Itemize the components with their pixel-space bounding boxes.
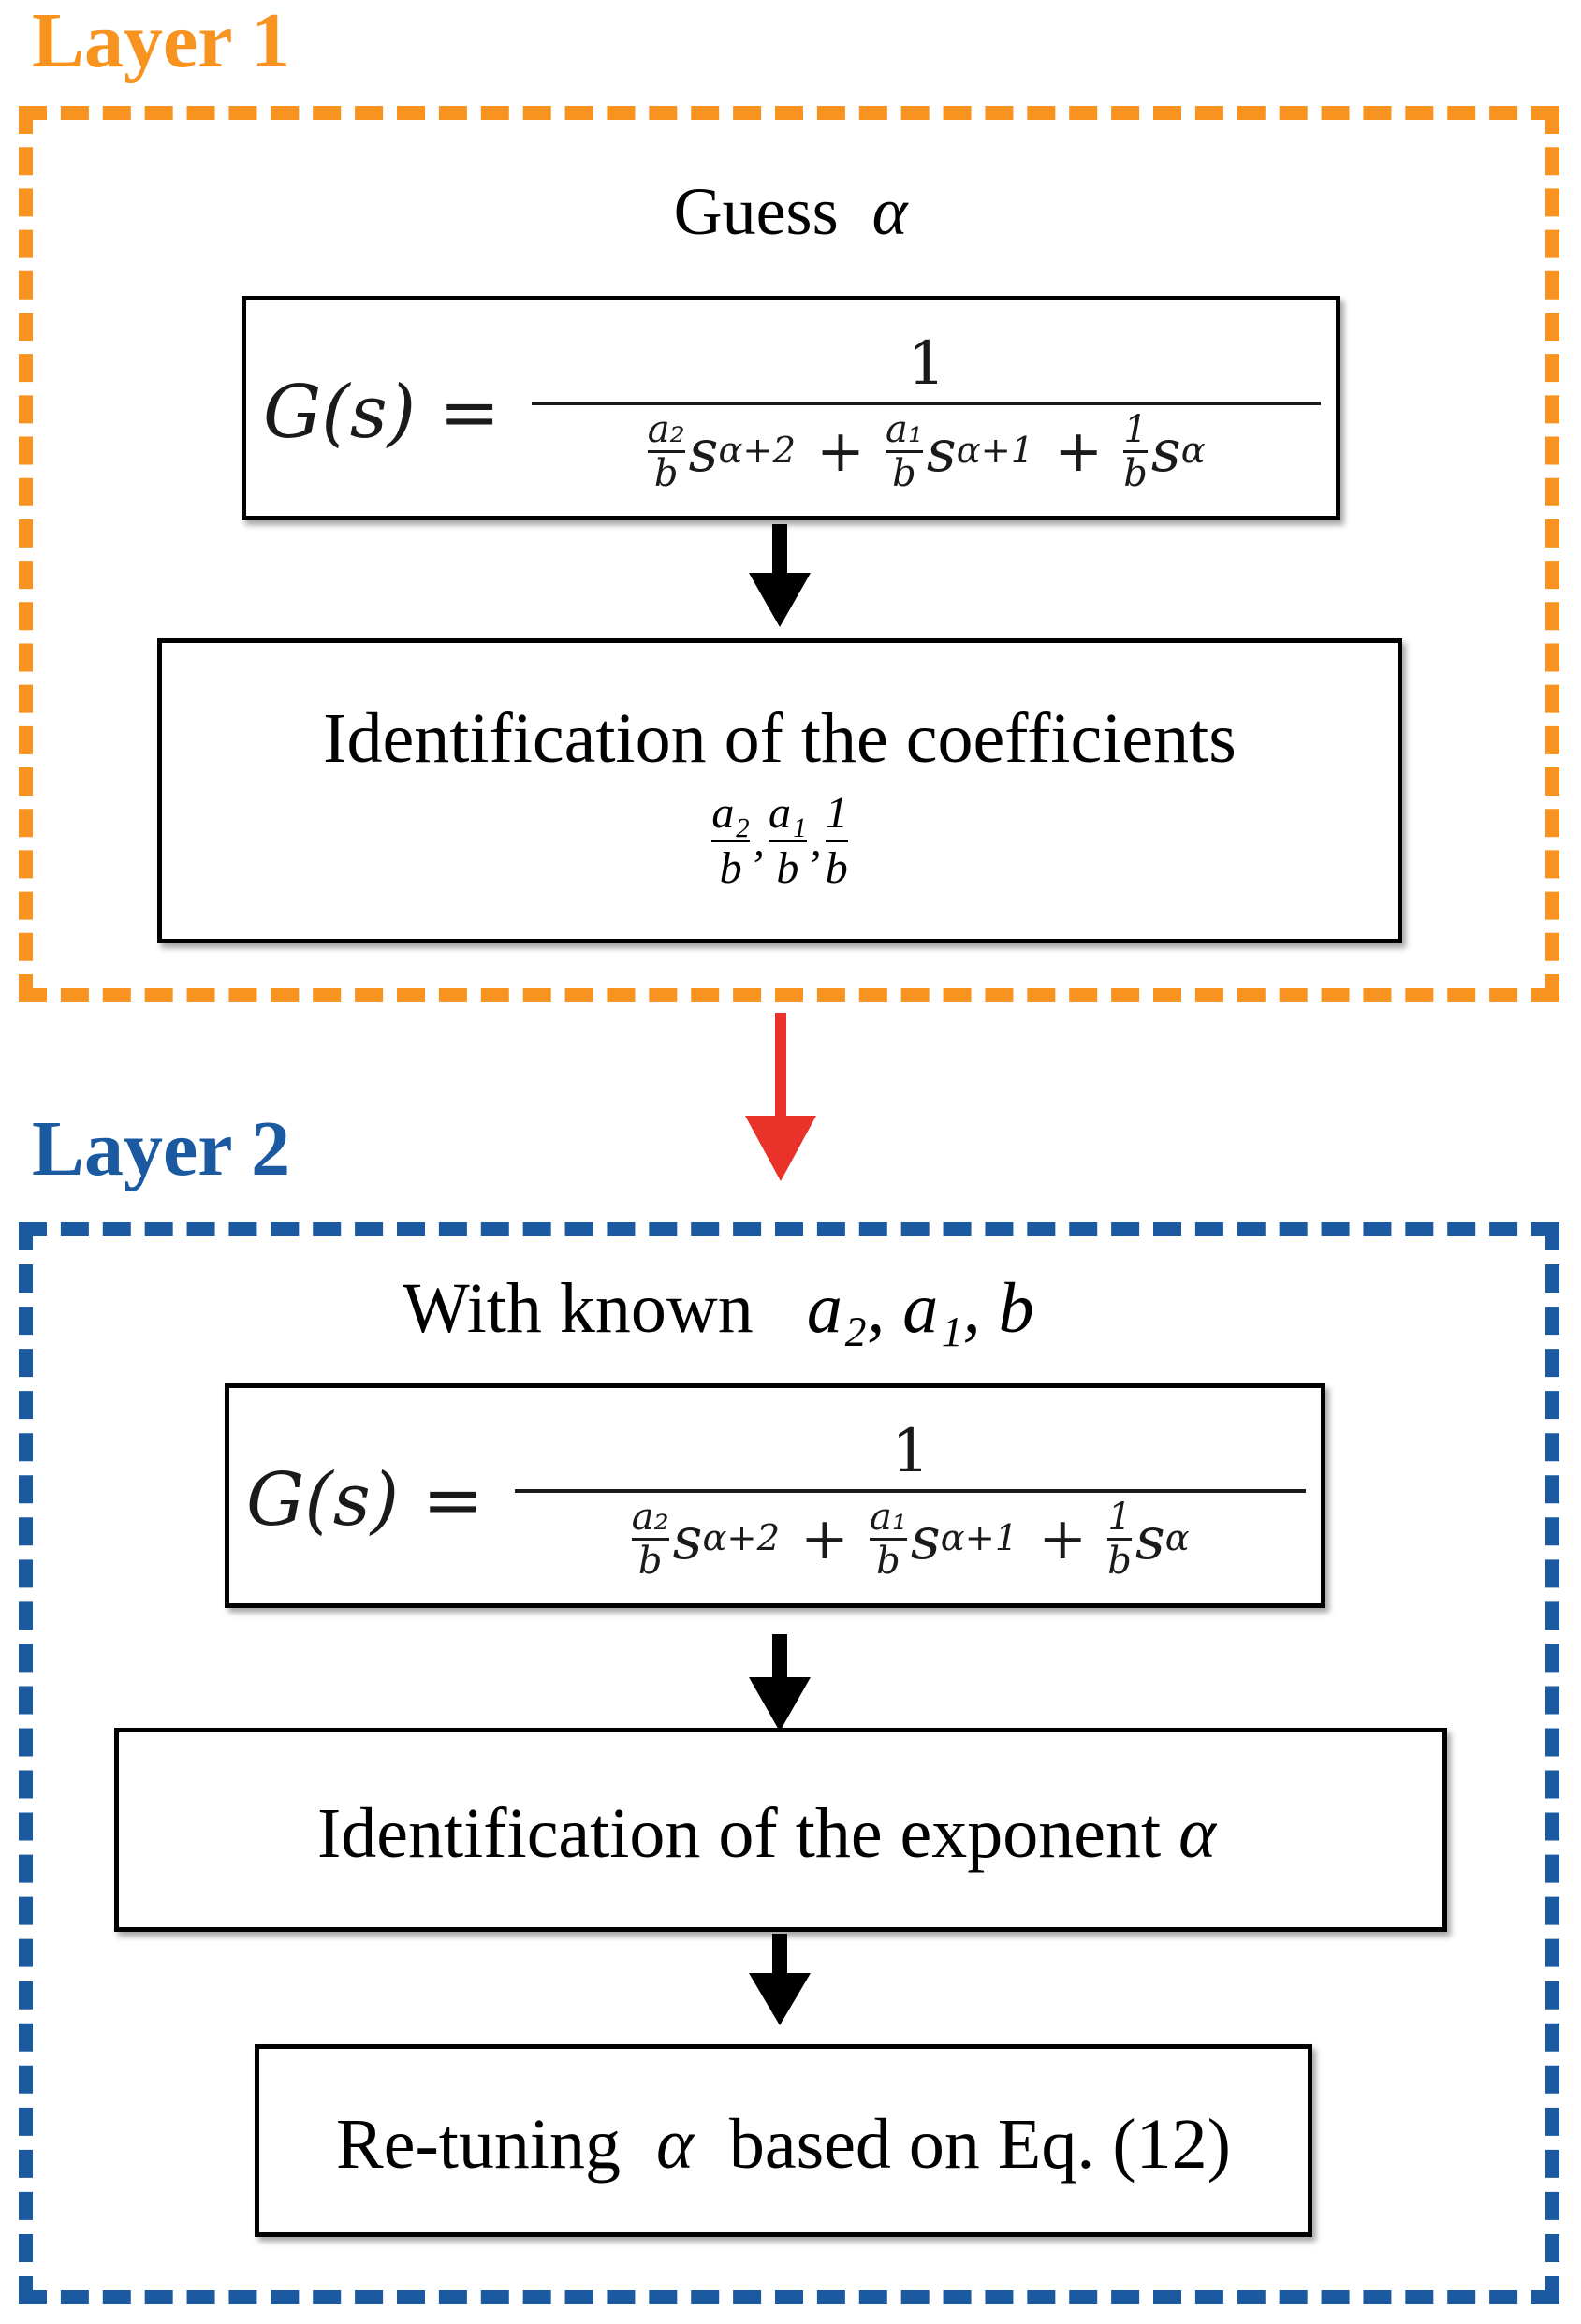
formula-numerator: 1: [891, 1416, 930, 1486]
alpha-symbol: α: [871, 174, 908, 249]
formula-lhs: G(s) =: [246, 1458, 484, 1542]
down-arrow-icon: [749, 524, 811, 627]
down-arrow-icon: [749, 1934, 811, 2025]
layer-1-group: [19, 106, 1559, 1002]
retuning-equation-ref: based on Eq. (12): [728, 2105, 1231, 2184]
guess-alpha-caption: Guess α: [0, 178, 1581, 245]
retuning-caption: Re-tuning α based on Eq. (12): [259, 2109, 1308, 2180]
known-variables-caption: With known a₂, a₁, b: [403, 1273, 1034, 1344]
with-known-text: With known: [403, 1269, 754, 1348]
known-vars: a₂, a₁, b: [806, 1269, 1034, 1348]
fraction-bar: [532, 401, 1321, 405]
alpha-symbol: α: [1178, 1794, 1217, 1873]
alpha-symbol: α: [655, 2105, 694, 2184]
layer-connector-arrow-icon: [745, 1013, 816, 1181]
exponent-identification-caption: Identification of the exponent α: [317, 1798, 1216, 1869]
exponent-identification-box: Identification of the exponent α: [114, 1728, 1447, 1932]
guess-text: Guess: [673, 174, 839, 249]
coefficient-identification-text: Identification of the coefficients: [323, 699, 1237, 778]
retuning-box: Re-tuning α based on Eq. (12): [255, 2044, 1312, 2237]
retuning-text: Re-tuning: [336, 2105, 621, 2184]
exponent-identification-text: Identification of the exponent: [317, 1794, 1162, 1873]
formula-lhs: G(s) =: [263, 371, 501, 455]
layer-1-label: Layer 1: [32, 0, 291, 84]
fraction-bar: [515, 1488, 1306, 1493]
down-arrow-icon: [749, 1634, 811, 1732]
formula-numerator: 1: [907, 329, 946, 399]
layer-2-label: Layer 2: [32, 1105, 291, 1192]
layer-2-group: [19, 1222, 1559, 2304]
